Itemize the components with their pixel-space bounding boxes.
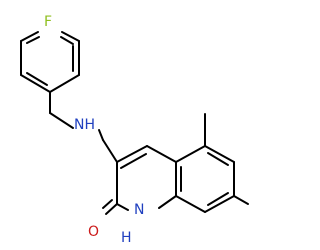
bond [26,36,40,44]
structure-diagram: F NH H N O [20,14,249,246]
bond [233,195,249,205]
ring-nh-hydrogen-label: H [121,230,132,246]
bond [204,195,235,213]
fluorine-label: F [44,14,52,30]
bond [20,74,51,93]
bond [20,31,39,42]
bond [102,139,118,163]
bond [102,199,113,209]
ring-nitrogen-label: N [134,202,144,218]
bonds [20,31,249,215]
bond [105,203,118,215]
bond [60,36,74,45]
bond [175,195,206,213]
bond [61,31,80,42]
bond [98,129,104,141]
bond [26,72,48,86]
bond [204,145,235,163]
bond [158,195,177,209]
bond [146,145,177,163]
bond [49,74,80,93]
bond [175,145,206,163]
bond [207,152,229,166]
bond [116,203,129,211]
amine-label: NH [74,117,95,133]
carbonyl-oxygen-label: O [88,224,99,240]
molecule-drawing: F NH H N O [20,14,249,246]
bond [120,153,147,169]
bond [49,112,74,129]
bond [116,145,148,163]
bond [207,192,229,206]
atom-labels: F NH H N O [44,14,144,246]
